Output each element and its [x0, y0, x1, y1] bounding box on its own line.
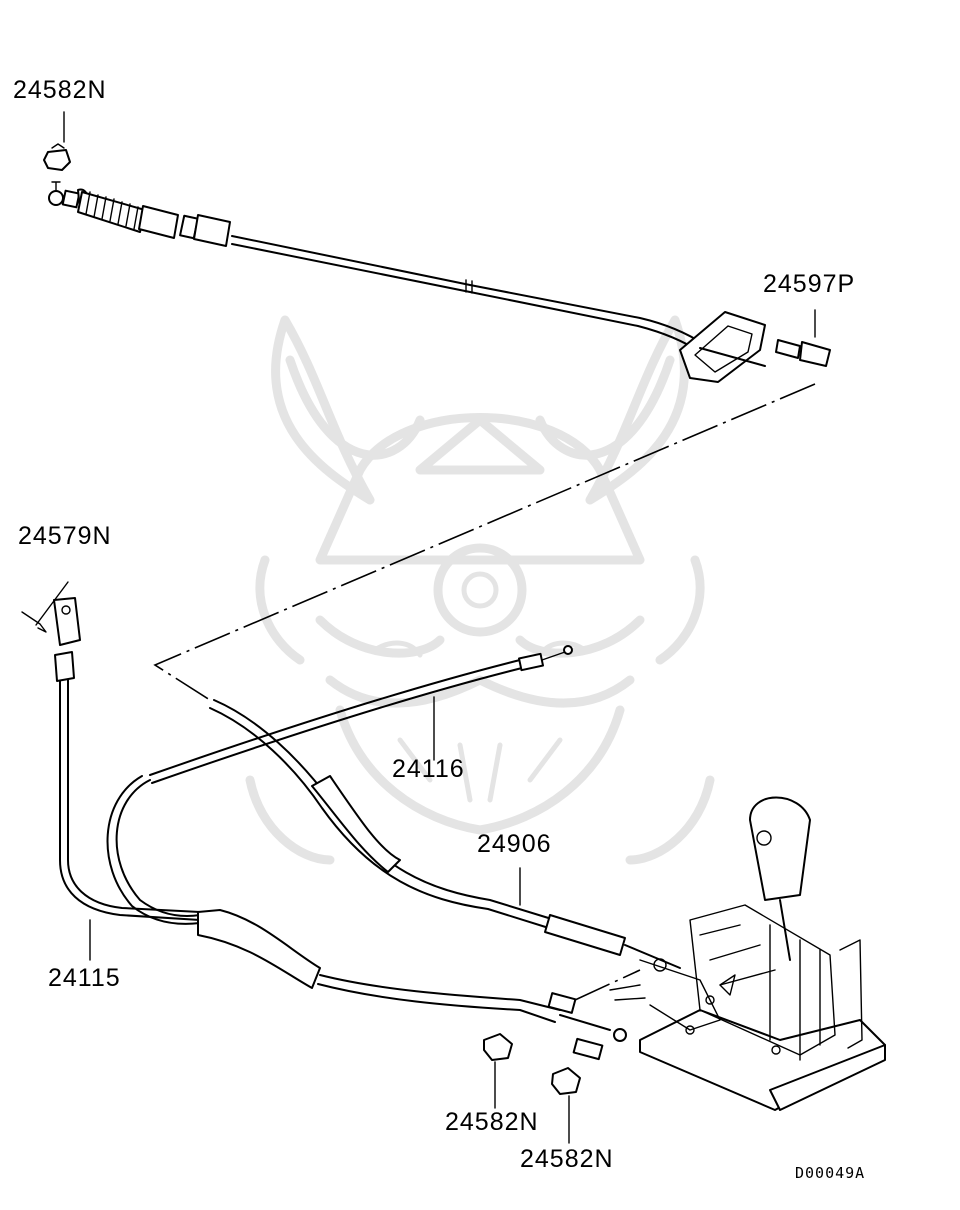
- alignment-line-lower: [574, 969, 641, 1001]
- upper-cable-assembly: [43, 111, 831, 383]
- part-label-bolt[interactable]: 24597P: [763, 270, 856, 298]
- part-label-nut-bottom-left[interactable]: 24582N: [445, 1108, 539, 1136]
- shifter-assembly: [609, 796, 886, 1111]
- part-label-shift-cable[interactable]: 24115: [48, 964, 121, 992]
- bottom-nuts: [483, 1033, 581, 1144]
- select-cable: [106, 645, 573, 925]
- shift-cable: [21, 581, 627, 1061]
- part-label-nut-bottom-right[interactable]: 24582N: [520, 1145, 614, 1173]
- part-label-select-cable[interactable]: 24116: [392, 755, 465, 783]
- diagram-reference-code: D00049A: [795, 1164, 866, 1182]
- shift-cable-sheath: [209, 699, 681, 969]
- part-label-clip[interactable]: 24579N: [18, 522, 112, 550]
- watermark-logo: [245, 315, 715, 865]
- part-label-nut-top[interactable]: 24582N: [13, 76, 107, 104]
- part-label-shift-lever[interactable]: 24906: [477, 830, 552, 858]
- alignment-line: [153, 383, 816, 701]
